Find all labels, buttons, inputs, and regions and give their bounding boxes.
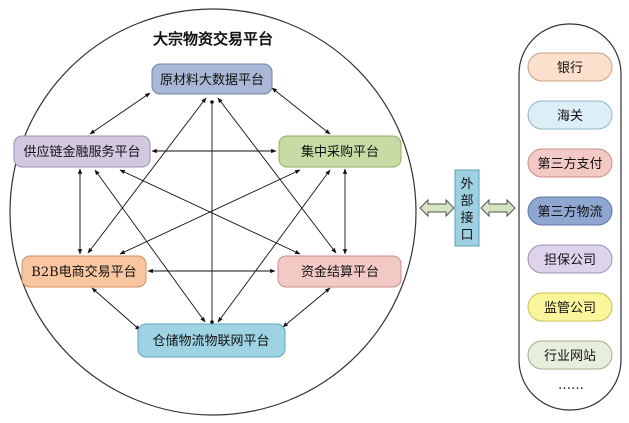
- link-b2b-central: [119, 169, 301, 255]
- node-label: 仓储物流物联网平台: [152, 334, 269, 349]
- external-party-item[interactable]: 第三方支付: [527, 148, 613, 178]
- double-arrow-icon: [480, 198, 516, 218]
- external-party-item[interactable]: 担保公司: [527, 244, 613, 274]
- external-party-item[interactable]: 海关: [527, 100, 613, 130]
- node-label: 供应链金融服务平台: [23, 144, 140, 160]
- external-party-item[interactable]: 银行: [527, 52, 613, 82]
- external-party-label: 行业网站: [544, 349, 596, 364]
- connection-lines: [77, 87, 348, 331]
- node-label: 资金结算平台: [301, 264, 379, 280]
- node-raw[interactable]: 原材料大数据平台: [151, 63, 273, 95]
- node-central[interactable]: 集中采购平台: [278, 135, 402, 168]
- double-arrow-icon: [419, 198, 455, 218]
- external-party-label: 担保公司: [544, 253, 596, 268]
- node-label: 原材料大数据平台: [160, 73, 264, 88]
- node-supply[interactable]: 供应链金融服务平台: [13, 135, 151, 168]
- external-interface-box: 外部接口: [454, 169, 480, 247]
- node-label: 集中采购平台: [301, 144, 379, 160]
- node-b2b[interactable]: B2B电商交易平台: [21, 255, 147, 288]
- node-settle[interactable]: 资金结算平台: [277, 255, 402, 288]
- external-party-label: 第三方支付: [537, 156, 602, 172]
- node-label: B2B电商交易平台: [31, 264, 136, 280]
- external-party-item[interactable]: 第三方物流: [527, 196, 613, 226]
- external-party-item[interactable]: 行业网站: [527, 340, 613, 370]
- external-party-label: 银行: [557, 61, 583, 76]
- interface-label: 外部接口: [460, 177, 473, 243]
- external-party-label: 监管公司: [544, 301, 596, 316]
- node-storage[interactable]: 仓储物流物联网平台: [137, 323, 286, 358]
- external-party-label: 第三方物流: [537, 204, 602, 220]
- external-party-item[interactable]: 监管公司: [527, 292, 613, 322]
- ellipsis: ……: [558, 378, 584, 393]
- diagram-title: 大宗物资交易平台: [153, 30, 273, 48]
- external-party-label: 海关: [557, 109, 583, 124]
